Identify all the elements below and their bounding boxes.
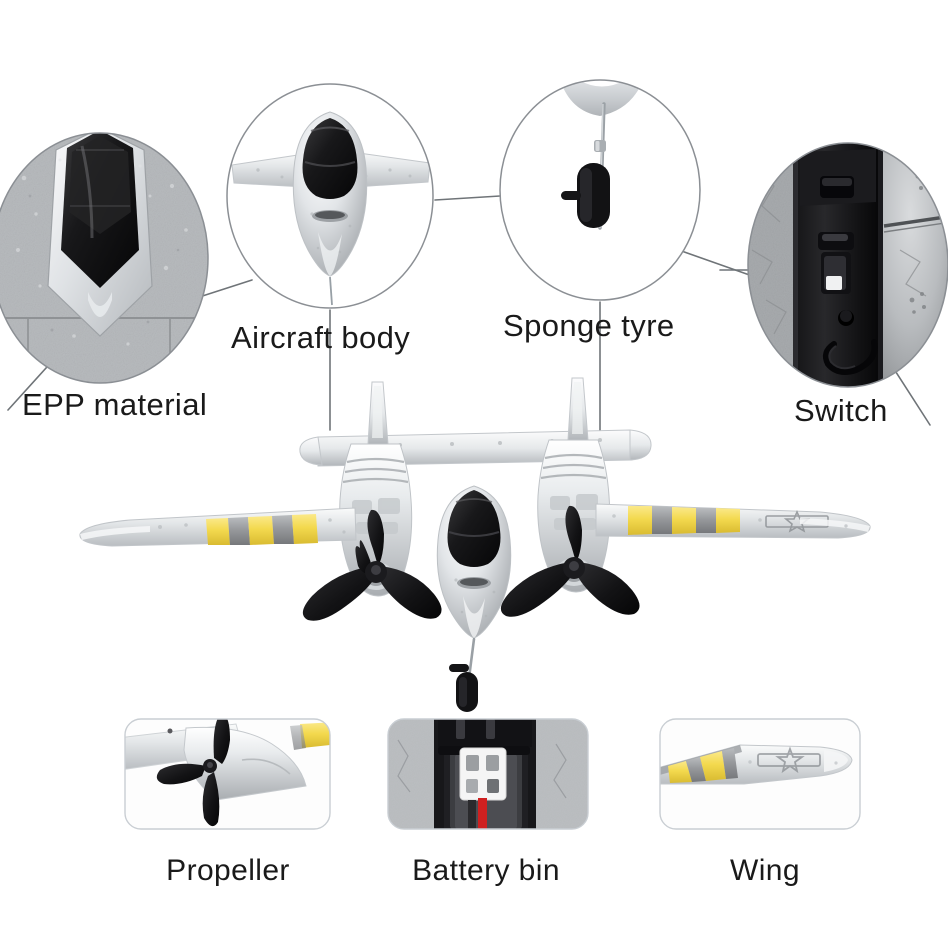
nose-landing-gear: [449, 637, 478, 712]
label-wing: Wing: [730, 854, 800, 887]
callout-wing[interactable]: [654, 718, 861, 830]
wing-box-outline: [659, 718, 861, 830]
callout-switch[interactable]: [745, 140, 948, 390]
label-switch: Switch: [794, 393, 888, 428]
label-epp-material: EPP material: [22, 387, 208, 422]
label-aircraft-body: Aircraft body: [231, 320, 411, 355]
callout-sponge-tyre[interactable]: [495, 60, 710, 305]
left-propeller: [302, 509, 442, 621]
label-propeller: Propeller: [166, 854, 290, 887]
aircraft-body-circle-outline: [226, 83, 434, 309]
right-propeller: [500, 505, 640, 617]
callout-battery-bin[interactable]: [387, 718, 589, 830]
hero-aircraft-p38: [79, 377, 871, 712]
switch-circle-outline: [747, 142, 948, 388]
callout-epp-material[interactable]: [0, 128, 220, 390]
sponge-tyre-circle-outline: [499, 79, 701, 301]
propeller-box-outline: [124, 718, 331, 830]
battery-bin-box-outline: [387, 718, 589, 830]
label-battery-bin: Battery bin: [412, 854, 560, 887]
callout-aircraft-body[interactable]: [222, 80, 442, 315]
epp-material-circle-outline: [0, 132, 209, 384]
label-sponge-tyre: Sponge tyre: [503, 308, 675, 343]
callout-propeller[interactable]: [118, 714, 340, 830]
